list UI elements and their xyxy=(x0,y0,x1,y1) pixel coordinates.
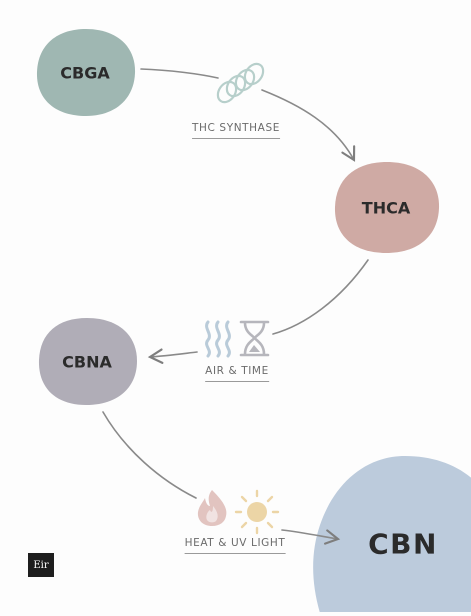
thc-synthase-label: THC SYNTHASE xyxy=(192,122,280,139)
flame-icon xyxy=(197,490,227,526)
cbn-blob xyxy=(313,456,471,616)
arrow-thca-to-cbna xyxy=(150,259,369,357)
hourglass-icon xyxy=(239,320,270,357)
heat-uv-label: HEAT & UV LIGHT xyxy=(184,537,286,554)
thca-label: THCA xyxy=(361,198,411,218)
cbna-blob xyxy=(38,318,137,405)
cbn-label: CBN xyxy=(368,527,438,561)
air-waves-icon xyxy=(205,320,231,358)
eir-logo: Eir xyxy=(28,553,54,577)
cbga-label: CBGA xyxy=(60,63,110,83)
arrow-cbna-to-cbn xyxy=(102,411,338,539)
coil-icon xyxy=(216,62,265,104)
thca-blob xyxy=(334,162,440,253)
arrow-cbga-to-thca xyxy=(140,68,354,160)
air-time-label: AIR & TIME xyxy=(205,365,269,382)
cbna-label: CBNA xyxy=(62,352,112,372)
sun-icon xyxy=(234,489,280,535)
cbga-blob xyxy=(36,29,136,116)
